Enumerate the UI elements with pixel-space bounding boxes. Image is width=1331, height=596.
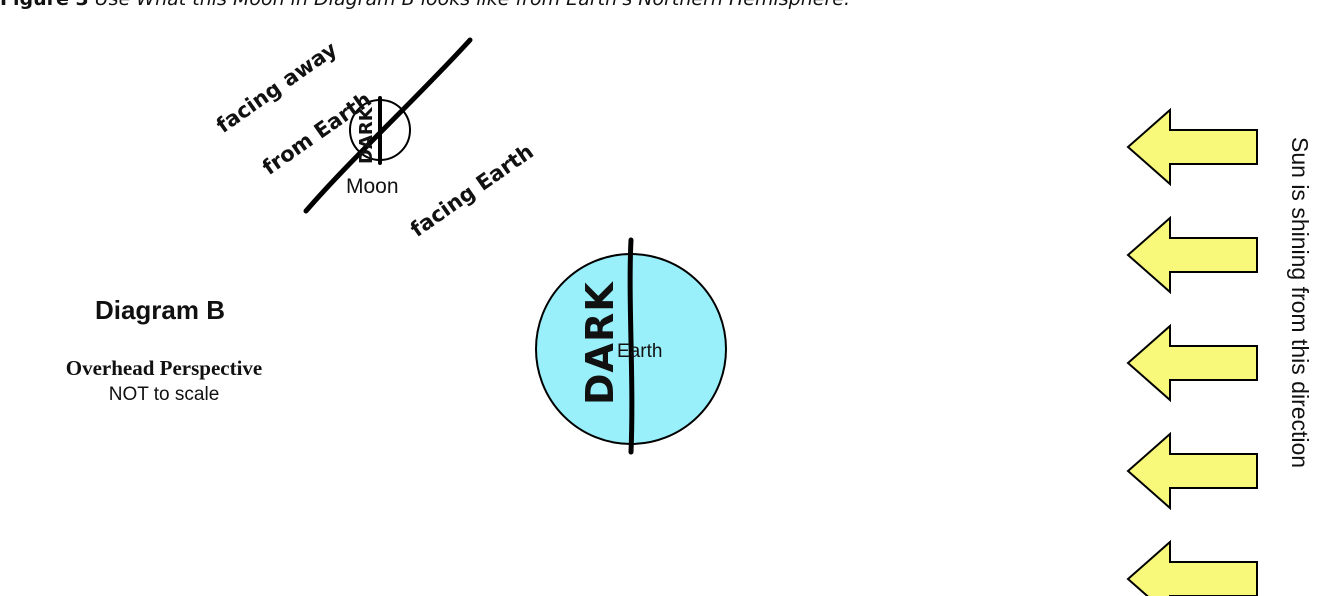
sun-arrows <box>1128 110 1257 596</box>
sun-arrow <box>1128 110 1257 184</box>
sun-direction-text: Sun is shining from this direction <box>1286 137 1313 468</box>
diagram-title: Diagram B <box>60 293 260 327</box>
earth-dark-label: DARK <box>578 281 622 405</box>
sun-arrow <box>1128 218 1257 292</box>
scale-note: NOT to scale <box>0 383 328 407</box>
earth-label: Earth <box>617 341 662 363</box>
sun-arrow <box>1128 434 1257 508</box>
sun-arrow <box>1128 542 1257 596</box>
diagram-subtitle: Overhead Perspective <box>0 355 328 381</box>
sun-arrow <box>1128 326 1257 400</box>
moon-label: Moon <box>346 175 399 199</box>
moon-dark-label: DARK <box>356 107 377 164</box>
